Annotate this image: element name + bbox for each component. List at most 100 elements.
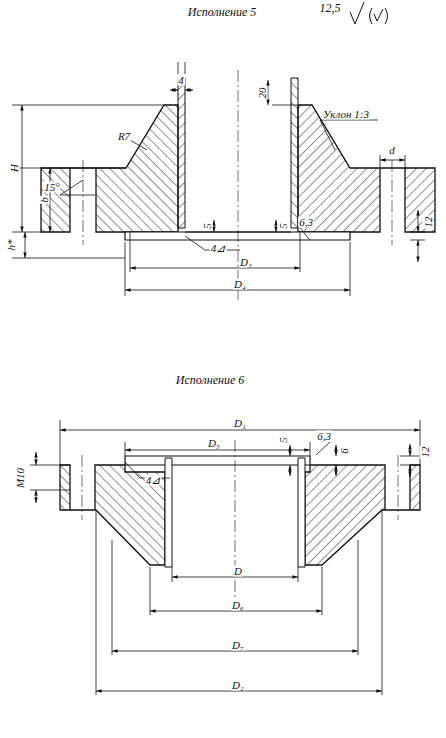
drawing-line	[405, 155, 406, 168]
dimension-line	[125, 290, 350, 291]
dimension-label: b	[39, 196, 50, 204]
dimension-label: R7	[117, 131, 131, 142]
dimension-label: M10	[15, 467, 26, 489]
dimension-label: D	[233, 566, 243, 577]
drawing-line	[320, 120, 378, 121]
dimension-label: h*	[6, 239, 17, 252]
drawing-line	[12, 232, 41, 233]
drawing-line	[310, 442, 311, 456]
drawing-line	[322, 567, 323, 615]
outline-group	[12, 2, 435, 695]
dimension-line	[185, 90, 193, 91]
drawing-line	[125, 462, 140, 478]
dimension-line	[214, 220, 215, 232]
dimension-line	[125, 450, 310, 451]
section-outline	[60, 465, 165, 565]
drawing-line	[300, 232, 301, 272]
drawing-line	[60, 420, 61, 465]
section-outline	[305, 465, 420, 565]
dimension-line	[130, 268, 300, 269]
dimension-label: D₆	[231, 600, 245, 611]
roughness-symbol	[350, 2, 388, 24]
section-outline	[178, 78, 185, 228]
dimension-line	[112, 651, 358, 652]
dimension-label: 12	[423, 216, 434, 229]
dimension-line	[418, 210, 419, 232]
dimension-label: H	[9, 163, 20, 173]
drawing-line	[382, 510, 383, 695]
dimension-line	[96, 691, 382, 692]
drawing-line	[392, 160, 393, 245]
drawing-line	[298, 567, 299, 582]
section-outline	[165, 458, 172, 567]
dimension-line	[380, 160, 405, 161]
drawing-line	[272, 105, 298, 106]
dimension-line	[410, 465, 411, 477]
dimension-label: 5	[278, 436, 289, 444]
drawing-line	[112, 540, 113, 655]
drawing-line	[125, 442, 126, 456]
drawing-line	[300, 228, 310, 240]
dimension-label: 6,3	[298, 217, 314, 228]
dimension-line	[418, 240, 419, 262]
drawing-line	[82, 455, 83, 520]
section-outline	[41, 105, 178, 232]
drawing-line	[83, 160, 84, 245]
view-title: 12,5	[319, 2, 342, 14]
dimension-line	[276, 220, 277, 232]
drawing-line	[358, 540, 359, 655]
dimension-line	[268, 80, 269, 105]
dimension-line	[60, 430, 420, 431]
section-outline	[291, 78, 298, 228]
dimension-line	[36, 490, 37, 503]
drawing-line	[130, 232, 131, 272]
dimension-label: D₃	[239, 257, 253, 268]
dimension-line	[36, 452, 37, 465]
section-outline	[125, 232, 350, 240]
drawing-line	[316, 442, 330, 455]
dimension-label: 6	[339, 447, 350, 455]
dimension-line	[410, 444, 411, 456]
dimension-label: D₄	[233, 279, 247, 290]
drawing-line	[320, 120, 335, 150]
drawing-line	[60, 180, 83, 195]
dimension-line	[25, 232, 26, 258]
section-outline	[298, 105, 435, 232]
dimension-label: D₅	[207, 438, 221, 449]
drawing-line	[12, 168, 126, 169]
drawing-line	[350, 242, 351, 296]
dimension-label: 15°	[43, 182, 60, 193]
drawing-line	[410, 232, 425, 233]
drawing-line	[398, 455, 399, 520]
dimension-label: 5	[278, 222, 289, 230]
drawing-line	[172, 567, 173, 582]
dimension-line	[336, 465, 337, 476]
dimension-label: 12	[420, 446, 431, 459]
dimension-line	[50, 168, 51, 232]
drawing-line	[96, 510, 97, 695]
dimension-label: D₁	[233, 418, 247, 429]
view-title: Исполнение 5	[187, 6, 257, 18]
section-outline	[298, 458, 305, 567]
drawing-line	[185, 62, 186, 74]
drawing-line	[12, 105, 164, 106]
drawing-line	[380, 155, 381, 168]
dimension-label: 20	[257, 87, 268, 100]
dimension-line	[290, 445, 291, 456]
drawing-line	[410, 240, 425, 241]
drawing-line	[185, 236, 205, 250]
dimension-label: 4	[177, 75, 185, 86]
drawing-line	[12, 258, 125, 259]
dimension-label: 4⊿	[210, 243, 227, 254]
dimension-line	[172, 577, 298, 578]
dimension-label: D₇	[231, 640, 245, 651]
dimension-label: 4⊿	[145, 475, 162, 486]
drawing-line	[125, 242, 126, 296]
section-outline	[125, 456, 310, 465]
dimension-line	[22, 105, 23, 232]
dimension-line	[170, 90, 178, 91]
drawing-line	[130, 140, 147, 150]
drawing-line	[178, 62, 179, 74]
